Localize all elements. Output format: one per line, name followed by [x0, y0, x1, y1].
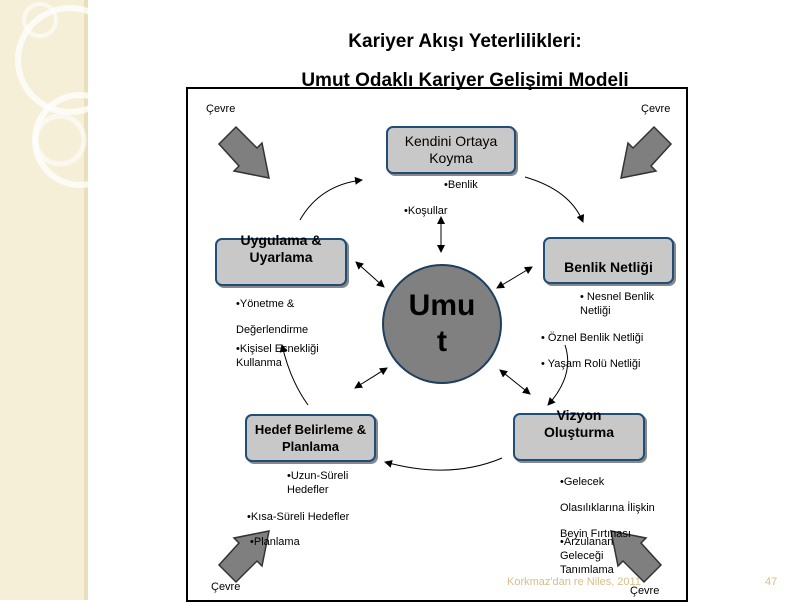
box-benlik-netligi: Benlik Netliği — [543, 237, 674, 284]
box-hedef-belirleme: Hedef Belirleme & Planlama — [245, 414, 376, 462]
side-band-edge — [84, 0, 88, 600]
footer-credit: Korkmaz'dan re Niles, 2011 — [507, 576, 641, 588]
box-uygulama-uyarlama: Uygulama & Uyarlama — [215, 232, 347, 286]
bullet-bottom-left-1: •Uzun-Süreli Hedefler — [287, 470, 349, 496]
box-label-bottom-right: Vizyon Oluşturma — [543, 407, 614, 440]
bullet-top-1: •Benlik — [444, 179, 478, 191]
environment-label-top-right: Çevre — [641, 103, 671, 115]
environment-arrow-bottom-left — [217, 530, 270, 584]
bullet-bottom-right-1: •Gelecek Olasılıklarına İlişkin Beyin Fı… — [560, 476, 655, 540]
center-umut-circle: Umut — [382, 264, 502, 384]
environment-arrow-top-right — [620, 125, 673, 179]
slide-number: 47 — [765, 576, 778, 588]
bullet-right-1: • Nesnel Benlik Netliği — [580, 291, 655, 317]
box-label-top: Kendini Ortaya Koyma — [404, 133, 498, 166]
environment-arrow-top-left — [217, 125, 270, 179]
box-label-right: Benlik Netliği — [564, 259, 653, 275]
environment-label-top-left: Çevre — [206, 103, 236, 115]
decorative-side-band — [0, 0, 88, 600]
box-label-left: Uygulama & Uyarlama — [240, 232, 322, 265]
environment-arrow-bottom-right — [610, 530, 663, 584]
box-label-bottom-left: Hedef Belirleme & Planlama — [254, 422, 367, 454]
slide-title-line-1: Kariyer Akışı Yeterlilikleri: — [348, 31, 582, 52]
bullet-left-2: •Kişisel Esnekliği Kullanma — [236, 343, 319, 369]
bullet-right-3: • Yaşam Rolü Netliği — [541, 358, 641, 370]
environment-label-bottom-left: Çevre — [211, 581, 241, 593]
bullet-bottom-left-3: •Planlama — [250, 536, 300, 548]
bullet-right-2: • Öznel Benlik Netliği — [541, 332, 644, 344]
bullet-top-2: •Koşullar — [404, 205, 448, 217]
box-vizyon-olusturma: Vizyon Oluşturma — [513, 407, 645, 461]
bullet-left-1: •Yönetme & Değerlendirme — [236, 298, 309, 336]
bullet-bottom-left-2: •Kısa-Süreli Hedefler — [247, 511, 350, 523]
environment-label-bottom-right: Çevre — [630, 585, 660, 597]
bullet-bottom-right-2: •Arzulanan Geleceği Tanımlama — [560, 536, 614, 576]
slide-title-line-2: Umut Odaklı Kariyer Gelişimi Modeli — [301, 70, 629, 91]
box-kendini-ortaya-koyma: Kendini Ortaya Koyma — [386, 126, 516, 174]
center-label: Umut — [408, 289, 476, 358]
